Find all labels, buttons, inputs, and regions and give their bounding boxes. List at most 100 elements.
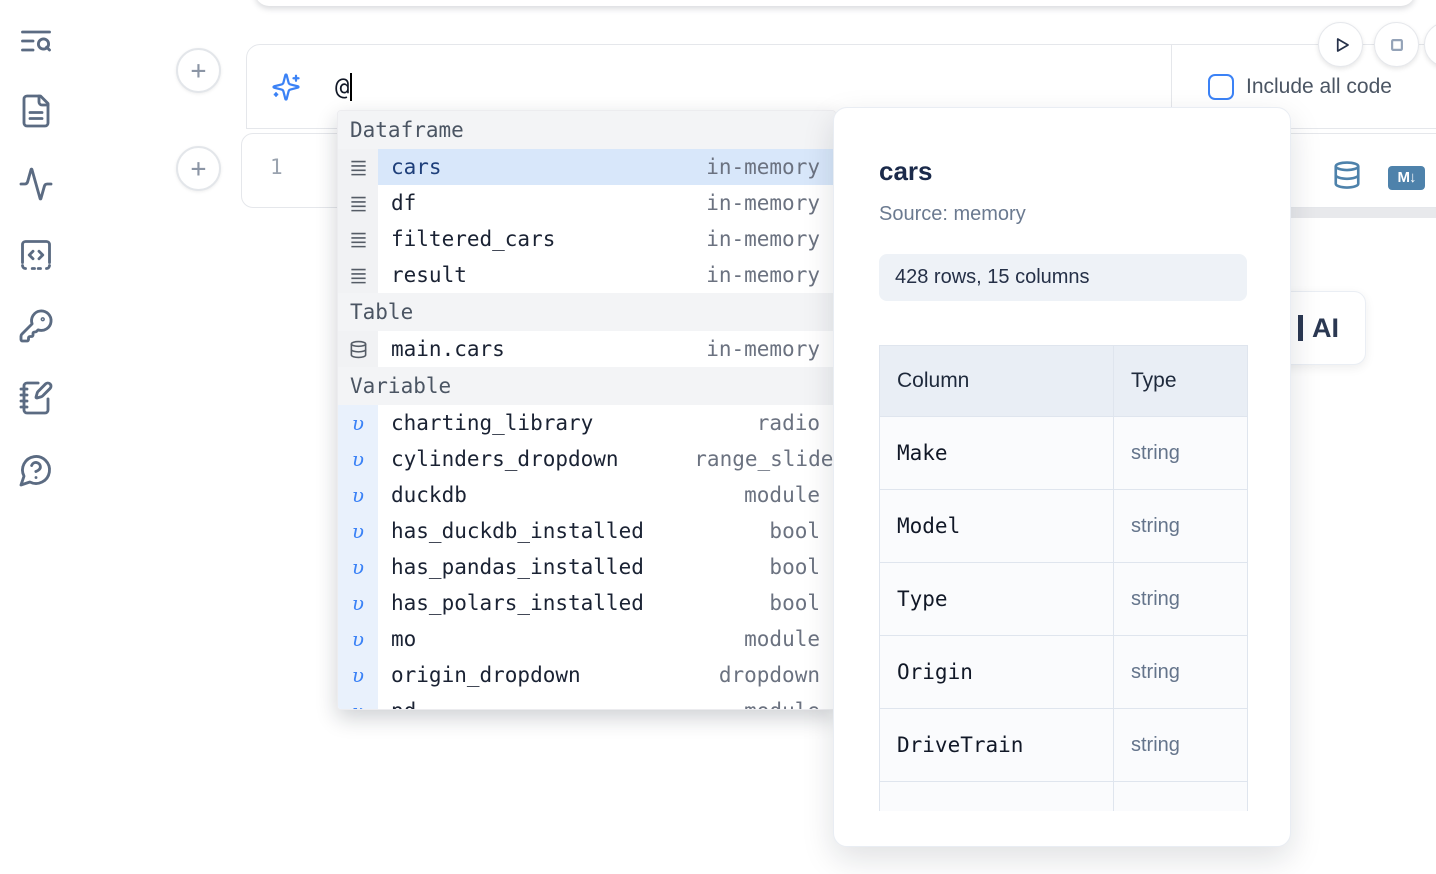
autocomplete-section-header: Dataframe xyxy=(338,111,835,149)
completion-name: result xyxy=(391,263,467,287)
completion-type: bool xyxy=(769,591,820,615)
scratchpad-icon[interactable] xyxy=(18,380,54,416)
schema-column-type: string xyxy=(1113,635,1248,709)
search-files-icon[interactable] xyxy=(18,23,54,59)
variable-icon: υ xyxy=(338,693,378,709)
schema-column-type xyxy=(1113,781,1248,811)
datasource-icon[interactable] xyxy=(1332,160,1362,195)
autocomplete-item[interactable]: υ has_duckdb_installed bool xyxy=(338,513,835,549)
previous-cell-edge xyxy=(255,0,1415,6)
dataframe-icon xyxy=(338,221,378,257)
autocomplete-item[interactable]: df in-memory xyxy=(338,185,835,221)
completion-type: module xyxy=(744,627,820,651)
variable-icon: υ xyxy=(338,585,378,621)
preview-title: cars xyxy=(879,156,933,186)
autocomplete-item[interactable]: υ has_polars_installed bool xyxy=(338,585,835,621)
include-all-code-checkbox[interactable] xyxy=(1208,73,1234,100)
completion-type: module xyxy=(744,699,835,709)
completion-name: mo xyxy=(391,627,417,651)
add-cell-button-top[interactable]: + xyxy=(176,48,221,93)
autocomplete-section-header: Table xyxy=(338,293,835,331)
preview-shape-badge: 428 rows, 15 columns xyxy=(879,254,1247,301)
table-icon xyxy=(338,331,378,367)
include-all-code-label: Include all code xyxy=(1246,74,1392,98)
ai-prompt-input[interactable]: @ xyxy=(335,72,1171,101)
completion-name: pd xyxy=(391,699,416,709)
completion-type: in-memory xyxy=(706,155,820,179)
completion-name: main.cars xyxy=(391,337,505,361)
autocomplete-item[interactable]: filtered_cars in-memory xyxy=(338,221,835,257)
preview-source: Source: memory xyxy=(879,203,1026,225)
variable-icon: υ xyxy=(338,513,378,549)
document-icon[interactable] xyxy=(18,93,54,129)
left-sidebar xyxy=(0,0,72,874)
code-square-icon[interactable] xyxy=(18,237,54,273)
activity-icon[interactable] xyxy=(18,166,54,202)
dataframe-icon xyxy=(338,185,378,221)
line-number: 1 xyxy=(270,155,283,179)
key-icon[interactable] xyxy=(18,308,54,344)
completion-name: charting_library xyxy=(391,411,594,435)
variable-icon: υ xyxy=(338,405,378,441)
autocomplete-section-header: Variable xyxy=(338,367,835,405)
schema-header-type: Type xyxy=(1113,345,1248,417)
completion-name: has_polars_installed xyxy=(391,591,644,615)
schema-column-name: Type xyxy=(879,562,1114,636)
schema-column-name: Model xyxy=(879,489,1114,563)
completion-type: radio xyxy=(756,411,820,435)
variable-icon: υ xyxy=(338,657,378,693)
completion-type: module xyxy=(744,483,820,507)
clipped-label-fragment xyxy=(1298,315,1303,341)
schema-column-name: Origin xyxy=(879,635,1114,709)
completion-type: in-memory xyxy=(706,227,820,251)
help-icon[interactable] xyxy=(18,452,54,488)
completion-name: cars xyxy=(391,155,442,179)
completion-type: range_slider xyxy=(694,447,835,471)
completion-type: in-memory xyxy=(706,337,820,361)
dataframe-icon xyxy=(338,257,378,293)
run-cell-button[interactable] xyxy=(1318,22,1363,67)
markdown-icon[interactable]: M↓ xyxy=(1388,165,1425,190)
variable-icon: υ xyxy=(338,621,378,657)
schema-row xyxy=(879,781,1248,811)
autocomplete-item[interactable]: main.cars in-memory xyxy=(338,331,835,367)
autocomplete-item[interactable]: υ cylinders_dropdown range_slider xyxy=(338,441,835,477)
schema-column-name: Make xyxy=(879,416,1114,490)
completion-name: cylinders_dropdown xyxy=(391,447,619,471)
completion-name: has_duckdb_installed xyxy=(391,519,644,543)
dataframe-icon xyxy=(338,149,378,185)
autocomplete-item[interactable]: cars in-memory xyxy=(338,149,835,185)
panel-divider xyxy=(1171,45,1172,128)
completion-type: bool xyxy=(769,519,820,543)
ai-prompt-value: @ xyxy=(335,72,350,101)
autocomplete-item[interactable]: υ pd module xyxy=(338,693,835,709)
completion-name: df xyxy=(391,191,417,215)
variable-icon: υ xyxy=(338,441,378,477)
add-cell-button-bottom[interactable]: + xyxy=(176,146,221,191)
completion-name: filtered_cars xyxy=(391,227,556,251)
completion-type: in-memory xyxy=(706,263,820,287)
schema-header-column: Column xyxy=(879,345,1114,417)
schema-column-type: string xyxy=(1113,416,1248,490)
autocomplete-item[interactable]: result in-memory xyxy=(338,257,835,293)
schema-column-type: string xyxy=(1113,708,1248,782)
schema-column-name: DriveTrain xyxy=(879,708,1114,782)
schema-column-type: string xyxy=(1113,489,1248,563)
autocomplete-item[interactable]: υ charting_library radio xyxy=(338,405,835,441)
dataframe-preview-card: cars Source: memory 428 rows, 15 columns… xyxy=(833,107,1291,847)
schema-column-type: string xyxy=(1113,562,1248,636)
completion-type: bool xyxy=(769,555,820,579)
completion-type: in-memory xyxy=(706,191,820,215)
stop-button[interactable] xyxy=(1374,22,1419,67)
text-cursor xyxy=(350,72,353,101)
